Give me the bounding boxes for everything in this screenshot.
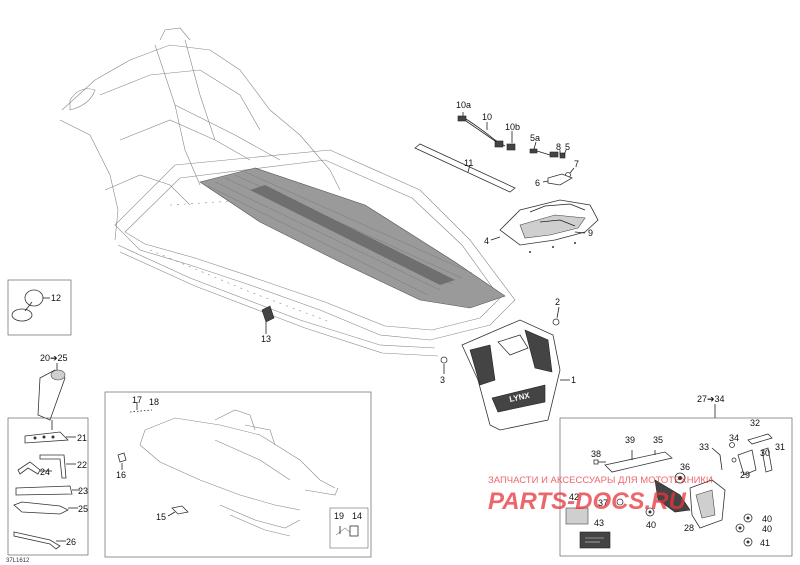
watermark: ЗАПЧАСТИ И АКСЕССУАРЫ ДЛЯ МОТОТЕХНИКИ PA…: [488, 475, 713, 515]
light-connectors: [529, 141, 575, 186]
callout-38: 38: [591, 449, 601, 459]
callout-10a: 10a: [456, 100, 471, 110]
callout-29: 29: [740, 470, 750, 480]
callout-30: 30: [760, 448, 770, 458]
wiring-harness: [457, 112, 516, 151]
tool-kit: [7, 363, 89, 556]
callout-9: 9: [588, 228, 593, 238]
callout-41: 41: [760, 538, 770, 548]
callout-34: 34: [729, 433, 739, 443]
callout-36: 36: [680, 462, 690, 472]
callout-37: 37: [598, 498, 608, 508]
callout-6: 6: [535, 178, 540, 188]
callout-40-right-bottom: 40: [762, 524, 772, 534]
callout-25: 25: [78, 504, 88, 514]
callout-12: 12: [51, 293, 61, 303]
figure-code: 37L1612: [6, 558, 30, 564]
callout-8: 8: [556, 142, 561, 152]
callout-13: 13: [261, 334, 271, 344]
callout-43: 43: [594, 518, 604, 528]
callout-40-left: 40: [646, 520, 656, 530]
callout-3: 3: [440, 375, 445, 385]
callout-19: 19: [334, 511, 344, 521]
callout-32: 32: [750, 418, 760, 428]
snow-flap: LYNX: [440, 306, 570, 431]
reflector-strip: [414, 143, 516, 193]
bracket-part: [261, 305, 275, 334]
callout-22: 22: [77, 460, 87, 470]
callout-27-34: 27➔34: [697, 394, 725, 404]
watermark-tagline: ЗАПЧАСТИ И АКСЕССУАРЫ ДЛЯ МОТОТЕХНИКИ: [488, 475, 713, 486]
callout-21: 21: [77, 433, 87, 443]
callout-4: 4: [484, 236, 489, 246]
callout-40-right-top: 40: [762, 514, 772, 524]
callout-5: 5: [565, 142, 570, 152]
callout-14: 14: [352, 511, 362, 521]
sled-overview: [104, 391, 372, 558]
mirror-part: [7, 279, 72, 336]
callout-10b: 10b: [505, 122, 520, 132]
tunnel-grip-plate: [199, 167, 506, 309]
callout-labels: 10a 10 10b 5a 8 5 7 6 11 4 9 2 1 3 12 13…: [40, 100, 785, 548]
watermark-site: PARTS-DOCS.RU: [488, 488, 686, 515]
callout-7: 7: [574, 159, 579, 169]
taillight-assembly: [490, 199, 599, 253]
callout-5a: 5a: [530, 133, 540, 143]
callout-20-25: 20➔25: [40, 353, 68, 363]
chassis-frame: [59, 27, 516, 357]
flap-logo: LYNX: [509, 391, 532, 404]
callout-33: 33: [699, 442, 709, 452]
callout-31: 31: [775, 442, 785, 452]
callout-16: 16: [116, 470, 126, 480]
callout-17: 17: [132, 395, 142, 405]
callout-28: 28: [684, 523, 694, 533]
callout-35: 35: [653, 435, 663, 445]
callout-10: 10: [482, 112, 492, 122]
callout-2: 2: [555, 297, 560, 307]
hitch-assembly: [559, 404, 793, 557]
callout-42: 42: [569, 492, 579, 502]
callout-11: 11: [464, 158, 473, 168]
callout-26: 26: [66, 537, 76, 547]
callout-1: 1: [571, 375, 576, 385]
callout-39: 39: [625, 435, 635, 445]
callout-15: 15: [156, 512, 166, 522]
callout-24: 24: [40, 467, 50, 477]
callout-18: 18: [149, 397, 159, 407]
callout-23: 23: [78, 486, 88, 496]
